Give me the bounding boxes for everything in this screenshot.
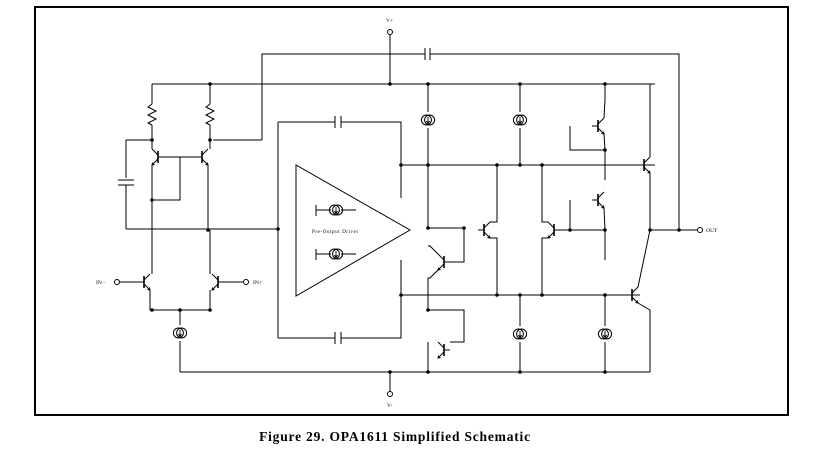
in-minus-label: IN -: [96, 280, 105, 286]
bjt-icon-center-left: [477, 221, 491, 239]
out-label: OUT: [706, 228, 718, 234]
pre-output-driver-label: Pre-Output Driver: [312, 230, 359, 235]
vminus-terminal: [387, 372, 393, 397]
compensation-capacitor: [261, 48, 680, 230]
current-source-icon-out-4: [597, 328, 613, 340]
resistor-left: [146, 84, 158, 140]
current-source-icon-tail: [172, 327, 188, 339]
in-plus-label: IN+: [253, 280, 262, 286]
vminus-label: V-: [387, 403, 392, 409]
resistor-right: [204, 84, 216, 140]
bjt-icon-top-right-a: [591, 117, 605, 135]
junction-dots: [150, 82, 681, 374]
bjt-icon-input-right: [211, 273, 225, 291]
vplus-label: V+: [386, 18, 393, 24]
bjt-icon-cascode-right: [195, 148, 209, 166]
bjt-icon-input-left: [137, 273, 151, 291]
current-source-icon-out-1: [420, 114, 436, 126]
bjt-icon-cascode-left: [151, 148, 165, 166]
current-source-icon-out-2: [512, 114, 528, 126]
out-terminal: [697, 227, 703, 233]
figure-caption: Figure 29. OPA1611 Simplified Schematic: [259, 429, 531, 444]
bjt-icon-top-right-b: [591, 191, 605, 209]
in-minus-terminal: [114, 279, 120, 285]
diagram-border: [34, 6, 789, 416]
current-source-icon-out-3: [512, 328, 528, 340]
in-plus-terminal: [243, 279, 249, 285]
current-source-icon-driver-top: [328, 204, 344, 216]
bjt-icon-mid-left-upper: [437, 253, 451, 271]
bjt-icon-center-right: [547, 221, 561, 239]
triangle-amplifier-icon: [295, 164, 412, 297]
vplus-terminal: [387, 29, 393, 84]
bjt-icon-mid-left-lower: [437, 341, 451, 359]
current-source-icon-driver-bottom: [328, 248, 344, 260]
